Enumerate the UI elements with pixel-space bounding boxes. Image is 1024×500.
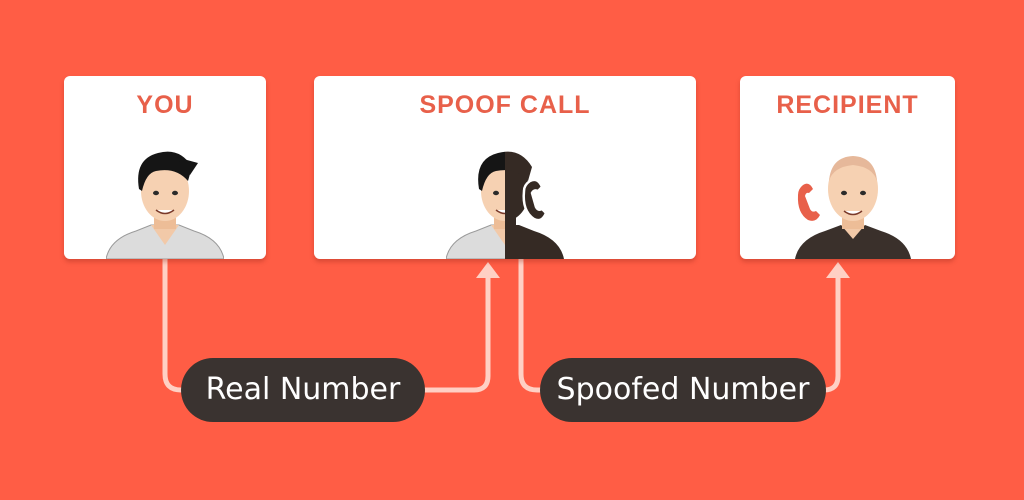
- arrowhead-up-spoof: [476, 262, 500, 278]
- phone-handset-icon: [797, 183, 820, 221]
- bald-man-avatar-icon: [795, 156, 911, 259]
- arrowhead-up-recipient: [826, 262, 850, 278]
- real-number-label: Real Number: [181, 358, 425, 422]
- half-silhouette-avatar-icon: [446, 151, 564, 259]
- connector-real-to-spoof: [410, 275, 491, 393]
- card-title-spoof-call: SPOOF CALL: [419, 91, 591, 119]
- card-recipient: RECIPIENT: [740, 76, 955, 259]
- card-spoof-call: SPOOF CALL: [314, 76, 696, 259]
- card-title-recipient: RECIPIENT: [776, 91, 919, 119]
- man-avatar-icon: [106, 151, 224, 259]
- card-title-you: YOU: [136, 91, 194, 119]
- card-you: YOU: [64, 76, 266, 259]
- spoofed-number-label: Spoofed Number: [540, 358, 826, 422]
- phone-handset-icon: [522, 178, 548, 222]
